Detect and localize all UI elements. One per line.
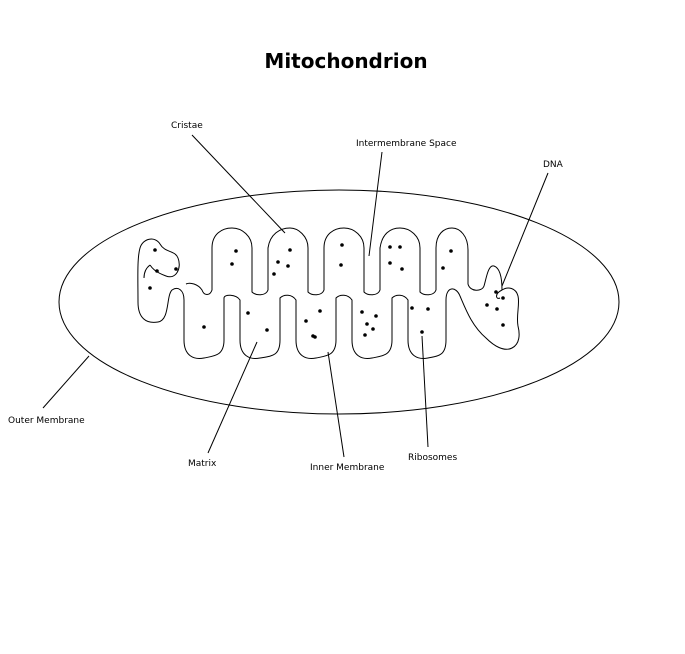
inner-membrane xyxy=(137,227,520,359)
ribosome xyxy=(265,328,269,332)
label-intermembrane-space: Intermembrane Space xyxy=(356,139,457,149)
leader-line-dna xyxy=(501,172,549,287)
ribosome xyxy=(501,296,505,300)
ribosome xyxy=(495,307,499,311)
label-matrix: Matrix xyxy=(188,459,217,469)
leader-line-inner-membrane xyxy=(327,351,345,458)
ribosome xyxy=(155,269,159,273)
ribosome xyxy=(272,272,276,276)
ribosome xyxy=(360,310,364,314)
ribosome xyxy=(365,322,369,326)
ribosome-dots xyxy=(148,243,505,339)
ribosome xyxy=(494,290,498,294)
ribosome xyxy=(286,264,290,268)
ribosome xyxy=(388,245,392,249)
ribosome xyxy=(371,327,375,331)
label-inner-membrane: Inner Membrane xyxy=(310,463,385,473)
ribosome xyxy=(441,266,445,270)
ribosome xyxy=(230,262,234,266)
ribosome xyxy=(276,260,280,264)
leader-line-matrix xyxy=(207,341,258,454)
leader-line-ribosomes xyxy=(421,335,429,448)
ribosome xyxy=(202,325,206,329)
ribosome xyxy=(318,309,322,313)
leader-line-cristae xyxy=(191,134,286,234)
ribosome xyxy=(426,307,430,311)
ribosome xyxy=(339,263,343,267)
ribosome xyxy=(174,267,178,271)
ribosome xyxy=(398,245,402,249)
ribosome xyxy=(340,243,344,247)
ribosome xyxy=(388,261,392,265)
leader-line-outer-membrane xyxy=(42,355,90,409)
ribosome xyxy=(363,333,367,337)
label-ribosomes: Ribosomes xyxy=(408,453,457,463)
ribosome xyxy=(304,319,308,323)
ribosome xyxy=(501,323,505,327)
diagram-title: Mitochondrion xyxy=(264,49,427,73)
label-outer-membrane: Outer Membrane xyxy=(8,416,85,426)
ribosome xyxy=(400,267,404,271)
ribosome xyxy=(153,248,157,252)
label-dna: DNA xyxy=(543,160,564,170)
ribosome xyxy=(410,306,414,310)
ribosome xyxy=(420,330,424,334)
label-cristae: Cristae xyxy=(171,121,203,131)
ribosome xyxy=(485,303,489,307)
ribosome xyxy=(246,311,250,315)
ribosome xyxy=(148,286,152,290)
ribosome xyxy=(234,249,238,253)
ribosome xyxy=(313,335,317,339)
ribosome xyxy=(374,314,378,318)
leader-line-intermembrane-space xyxy=(368,151,383,257)
ribosome xyxy=(449,249,453,253)
ribosome xyxy=(288,248,292,252)
